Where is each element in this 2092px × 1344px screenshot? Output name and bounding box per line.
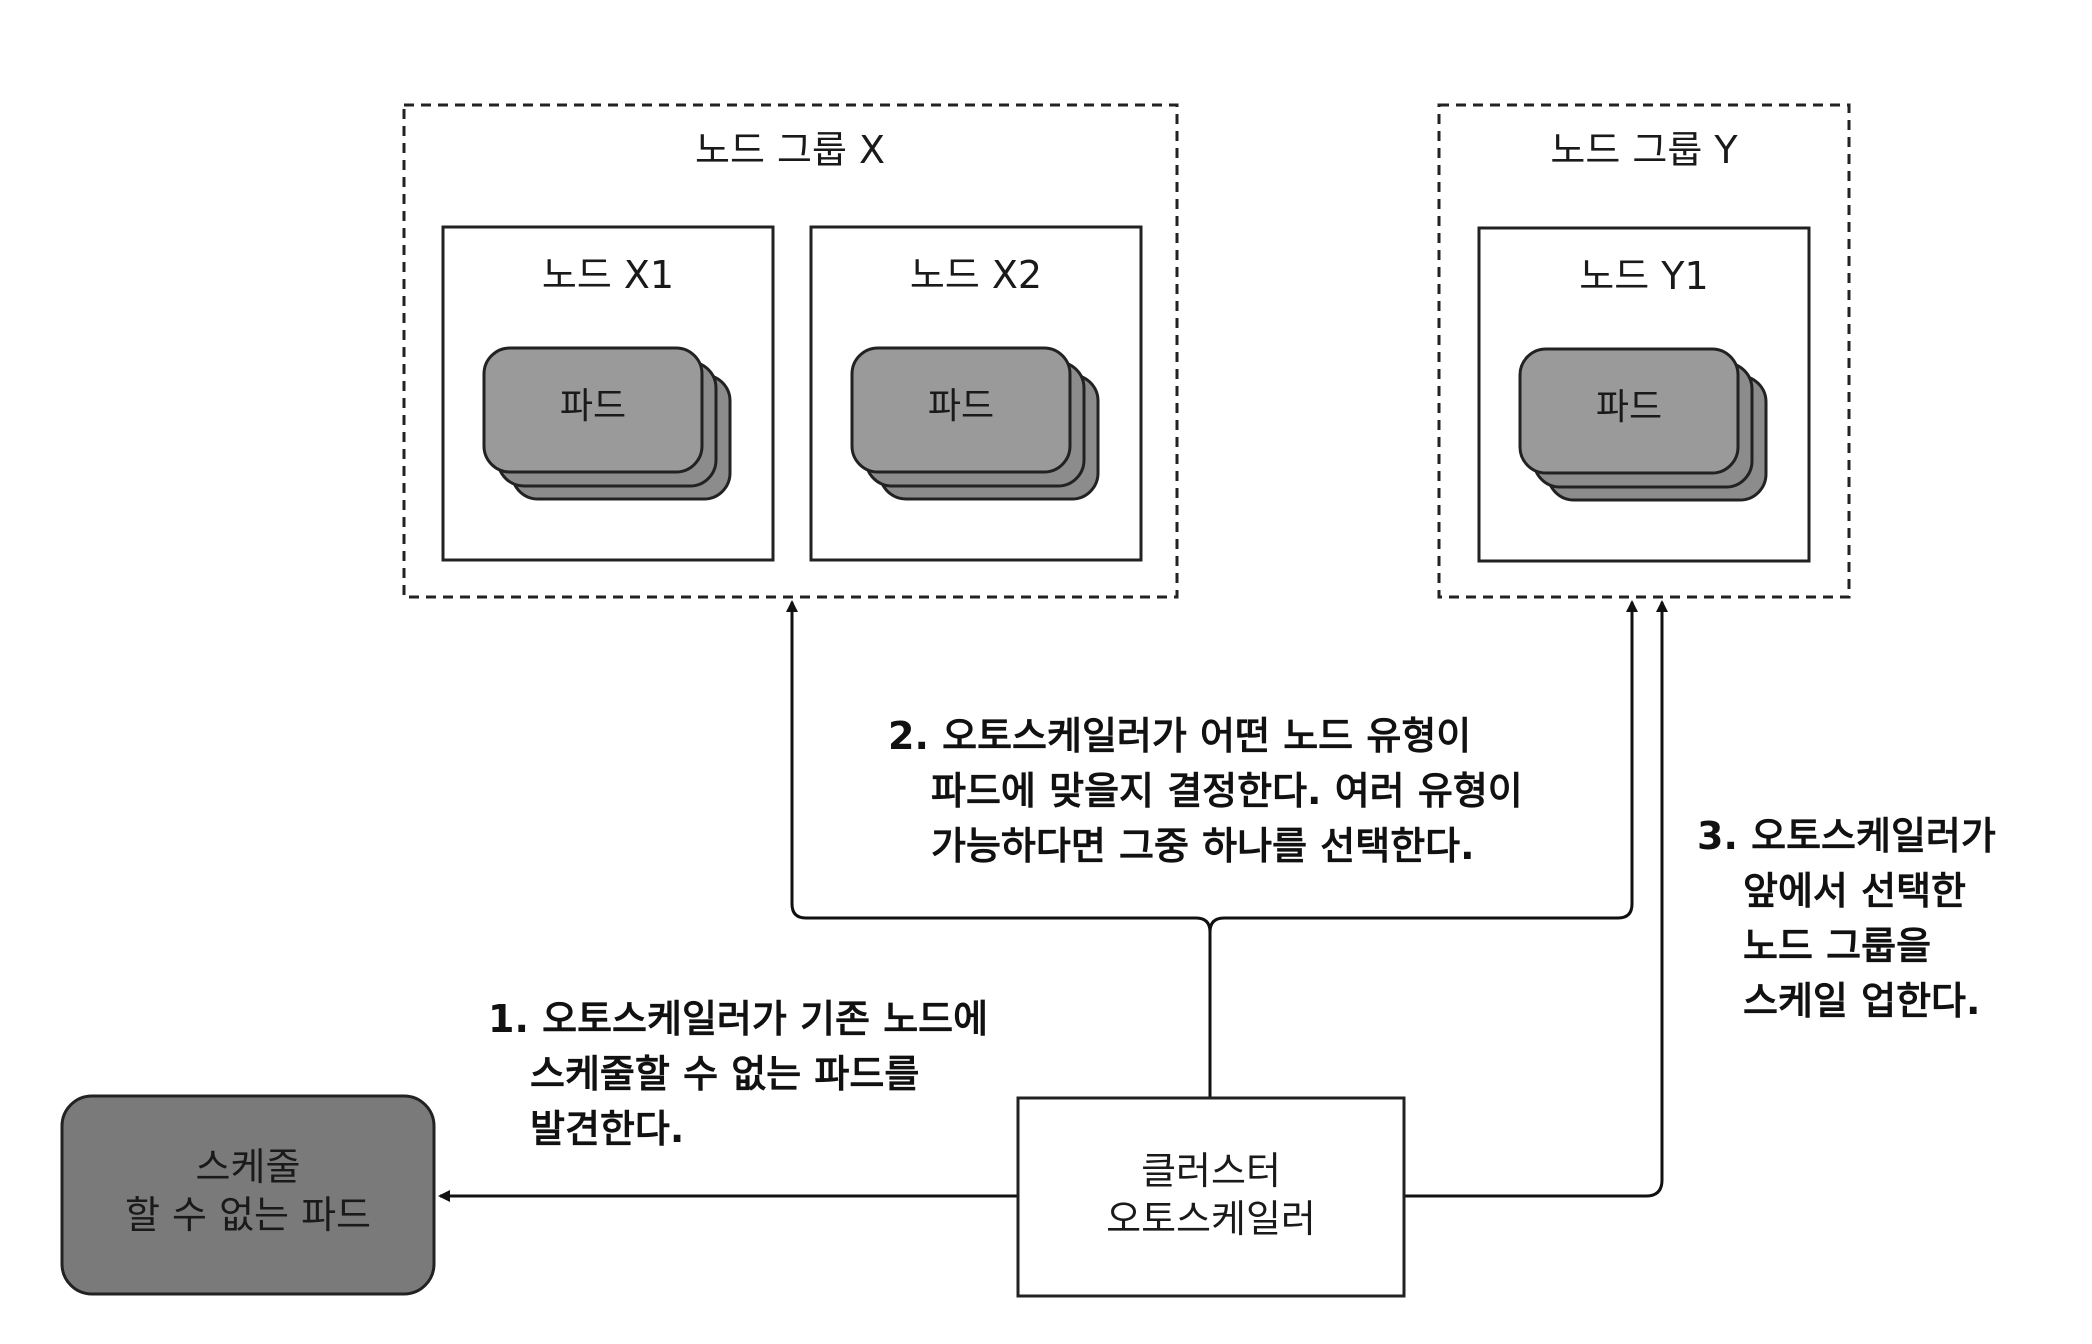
node-x1-title: 노드 X1	[542, 253, 674, 297]
node-group-x: 노드 그룹 X 노드 X1 파드 노드 X2 파드	[402, 103, 1179, 599]
node-group-x-title: 노드 그룹 X	[695, 128, 885, 172]
step-1-line2: 스케줄할 수 없는 파드를	[530, 1052, 919, 1096]
unschedulable-pod-line1: 스케줄	[196, 1145, 301, 1189]
pod-stack-x2: 파드	[850, 346, 1100, 501]
step-3-line2: 앞에서 선택한	[1743, 869, 1966, 913]
step-2-line2: 파드에 맞을지 결정한다. 여러 유형이	[931, 769, 1523, 813]
autoscaler-line1: 클러스터	[1141, 1149, 1281, 1193]
step-1-line3: 발견한다.	[530, 1107, 684, 1151]
step-2-line3: 가능하다면 그중 하나를 선택한다.	[931, 824, 1475, 868]
cluster-autoscaler: 클러스터 오토스케일러	[1016, 1096, 1406, 1298]
node-x1: 노드 X1 파드	[441, 225, 775, 562]
connectors	[438, 600, 1668, 1202]
node-x2: 노드 X2 파드	[809, 225, 1143, 562]
step-2-caption: 2. 오토스케일러가 어떤 노드 유형이 파드에 맞을지 결정한다. 여러 유형…	[888, 714, 1523, 868]
step-3-caption: 3. 오토스케일러가 앞에서 선택한 노드 그룹을 스케일 업한다.	[1697, 814, 1996, 1023]
step-2-line1: 2. 오토스케일러가 어떤 노드 유형이	[888, 714, 1471, 758]
step-3-line1: 3. 오토스케일러가	[1697, 814, 1996, 858]
arrow-to-group-x	[786, 600, 1212, 933]
unschedulable-pod-line2: 할 수 없는 파드	[125, 1193, 371, 1237]
step-3-line3: 노드 그룹을	[1743, 924, 1931, 968]
node-group-y: 노드 그룹 Y 노드 Y1 파드	[1437, 103, 1851, 599]
arrow-to-group-y-a	[1208, 600, 1638, 933]
node-group-y-title: 노드 그룹 Y	[1550, 128, 1738, 172]
step-1-line1: 1. 오토스케일러가 기존 노드에	[488, 997, 988, 1041]
step-1-caption: 1. 오토스케일러가 기존 노드에 스케줄할 수 없는 파드를 발견한다.	[488, 997, 988, 1151]
pod-label: 파드	[928, 386, 994, 427]
step-3-line4: 스케일 업한다.	[1743, 979, 1980, 1023]
arrow-to-group-y-b	[1404, 600, 1668, 1198]
pod-stack-x1: 파드	[482, 346, 732, 501]
node-x2-title: 노드 X2	[910, 253, 1042, 297]
pod-label: 파드	[1596, 387, 1662, 428]
unschedulable-pod: 스케줄 할 수 없는 파드	[60, 1094, 436, 1296]
pod-label: 파드	[560, 386, 626, 427]
node-y1-title: 노드 Y1	[1579, 254, 1708, 298]
pod-stack-y1: 파드	[1518, 347, 1768, 502]
autoscaler-line2: 오토스케일러	[1106, 1197, 1316, 1241]
node-y1: 노드 Y1 파드	[1477, 226, 1811, 563]
